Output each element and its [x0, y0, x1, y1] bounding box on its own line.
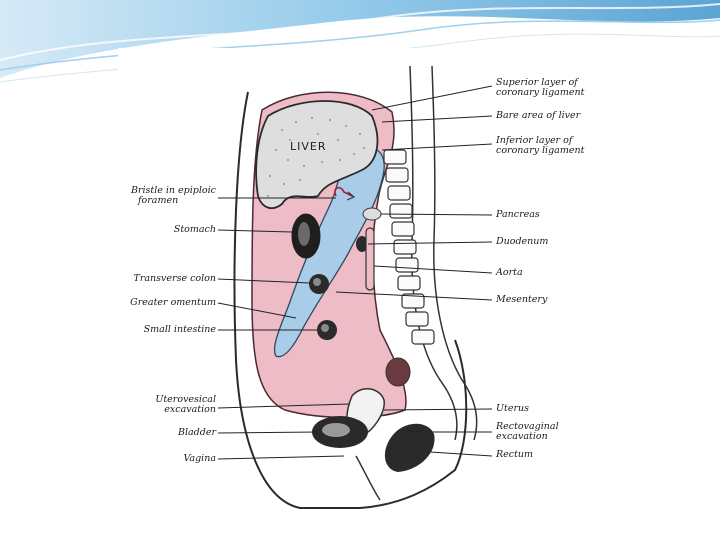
label-rectum: Rectum	[496, 450, 533, 460]
label-vagina: Vagina	[120, 454, 216, 464]
label-stomach: Stomach	[120, 225, 216, 235]
label-superior-coronary-line2: coronary ligament	[496, 88, 584, 98]
label-superior-coronary: Superior layer of coronary ligament	[496, 78, 584, 98]
liver-label: LIVER	[290, 140, 327, 153]
label-bristle-line2: foramen	[120, 196, 216, 206]
label-rectovaginal-line2: excavation	[496, 432, 559, 442]
label-greater-omentum: Greater omentum	[120, 298, 216, 308]
label-uterovesical-line2: excavation	[120, 405, 216, 415]
label-bristle: Bristle in epiploic foramen	[120, 186, 216, 206]
label-small-intestine: Small intestine	[120, 325, 216, 335]
label-bare-area: Bare area of liver	[496, 111, 580, 121]
label-inferior-coronary-line2: coronary ligament	[496, 146, 584, 156]
label-duodenum: Duodenum	[496, 237, 548, 247]
label-rectovaginal: Rectovaginal excavation	[496, 422, 559, 442]
label-bladder: Bladder	[120, 428, 216, 438]
label-transverse-colon: Transverse colon	[120, 274, 216, 284]
label-inferior-coronary: Inferior layer of coronary ligament	[496, 136, 584, 156]
label-mesentery: Mesentery	[496, 295, 547, 305]
label-uterovesical: Uterovesical excavation	[120, 395, 216, 415]
label-uterus: Uterus	[496, 404, 529, 414]
label-aorta: Aorta	[496, 268, 523, 278]
label-pancreas: Pancreas	[496, 210, 540, 220]
